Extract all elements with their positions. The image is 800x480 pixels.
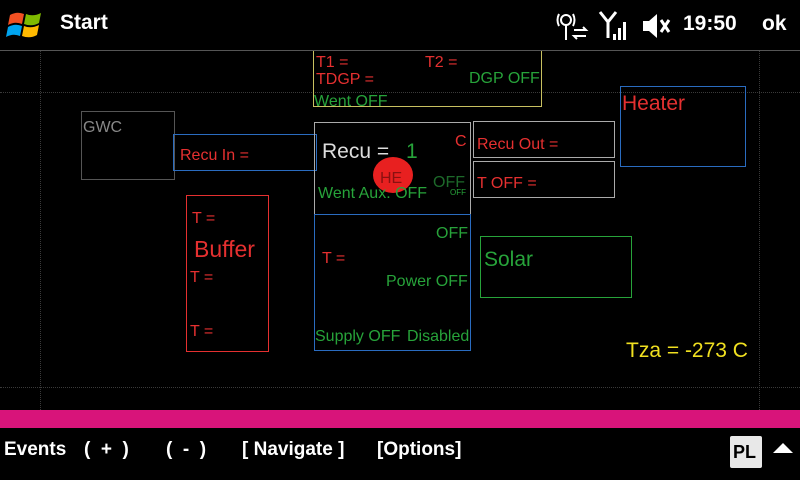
solar-label: Solar (484, 248, 534, 271)
solar-box[interactable] (480, 236, 632, 298)
supply-status: Supply OFF (315, 328, 401, 345)
zoom-out-button[interactable]: ( - ) (166, 439, 207, 460)
recu-unit: C (455, 133, 467, 150)
navigate-menu[interactable]: [ Navigate ] (242, 439, 345, 460)
he-indicator[interactable] (373, 157, 413, 193)
input-language-label: PL (733, 442, 757, 462)
network-sync-icon (556, 10, 590, 42)
menu-bar (0, 428, 800, 480)
aux-off-status: OFF (433, 174, 465, 191)
recu-out-box[interactable] (473, 121, 615, 158)
gwc-box[interactable] (81, 111, 175, 180)
grid-line (0, 92, 800, 93)
events-menu[interactable]: Events (4, 439, 67, 460)
accent-bar (0, 410, 800, 428)
t-off-box[interactable] (473, 161, 615, 198)
tdgp-label: TDGP = (316, 71, 374, 88)
aux-off-small-status: OFF (450, 188, 466, 197)
clock[interactable]: 19:50 (683, 12, 737, 35)
buffer-t-bot: T = (190, 323, 214, 340)
buffer-t-top: T = (192, 210, 216, 227)
title-bar: Start 19:50 ok (0, 0, 800, 51)
buffer-box[interactable] (186, 195, 269, 352)
input-language-icon[interactable] (730, 436, 762, 468)
tza-readout: Tza = -273 C (626, 339, 748, 362)
recu-out-label: Recu Out = (477, 136, 559, 153)
speaker-mute-icon[interactable] (640, 10, 672, 42)
dgp-status: DGP OFF (469, 70, 540, 87)
signal-icon (598, 10, 628, 42)
he-label: HE (380, 170, 403, 187)
heater-label: Heater (622, 92, 686, 115)
grid-line (0, 387, 800, 388)
buffer-t-mid: T = (190, 269, 214, 286)
app-title[interactable]: Start (60, 11, 108, 34)
dgp-panel[interactable] (313, 51, 542, 107)
buffer-label: Buffer (194, 236, 255, 262)
recu-in-label: Recu In = (180, 147, 249, 164)
t2-label: T2 = (425, 54, 458, 71)
grid-line (40, 51, 41, 410)
gwc-label: GWC (83, 119, 123, 136)
supply-box[interactable] (314, 214, 471, 351)
zoom-in-button[interactable]: ( + ) (84, 439, 129, 460)
t1-label: T1 = (316, 54, 349, 71)
disabled-status: Disabled (407, 328, 470, 345)
power-status: Power OFF (386, 273, 468, 290)
grid-line (759, 51, 760, 410)
went-status: Went OFF (314, 93, 388, 110)
recu-label: Recu = (322, 140, 390, 163)
options-menu[interactable]: [Options] (377, 439, 462, 460)
input-panel-arrow-icon[interactable] (773, 443, 793, 453)
recu-in-box[interactable] (173, 134, 317, 171)
schematic-canvas: T1 = T2 = TDGP = DGP OFF Went OFF GWC Re… (0, 51, 800, 410)
heater-box[interactable] (620, 86, 746, 167)
windows-start-icon[interactable] (6, 9, 46, 41)
lower-t-label: T = (322, 250, 346, 267)
went-aux-status: Went Aux. OFF (318, 185, 428, 202)
ok-button[interactable]: ok (762, 12, 787, 35)
t-off-label: T OFF = (477, 175, 537, 192)
lower-off-status: OFF (436, 225, 468, 242)
recu-value: 1 (406, 140, 418, 163)
